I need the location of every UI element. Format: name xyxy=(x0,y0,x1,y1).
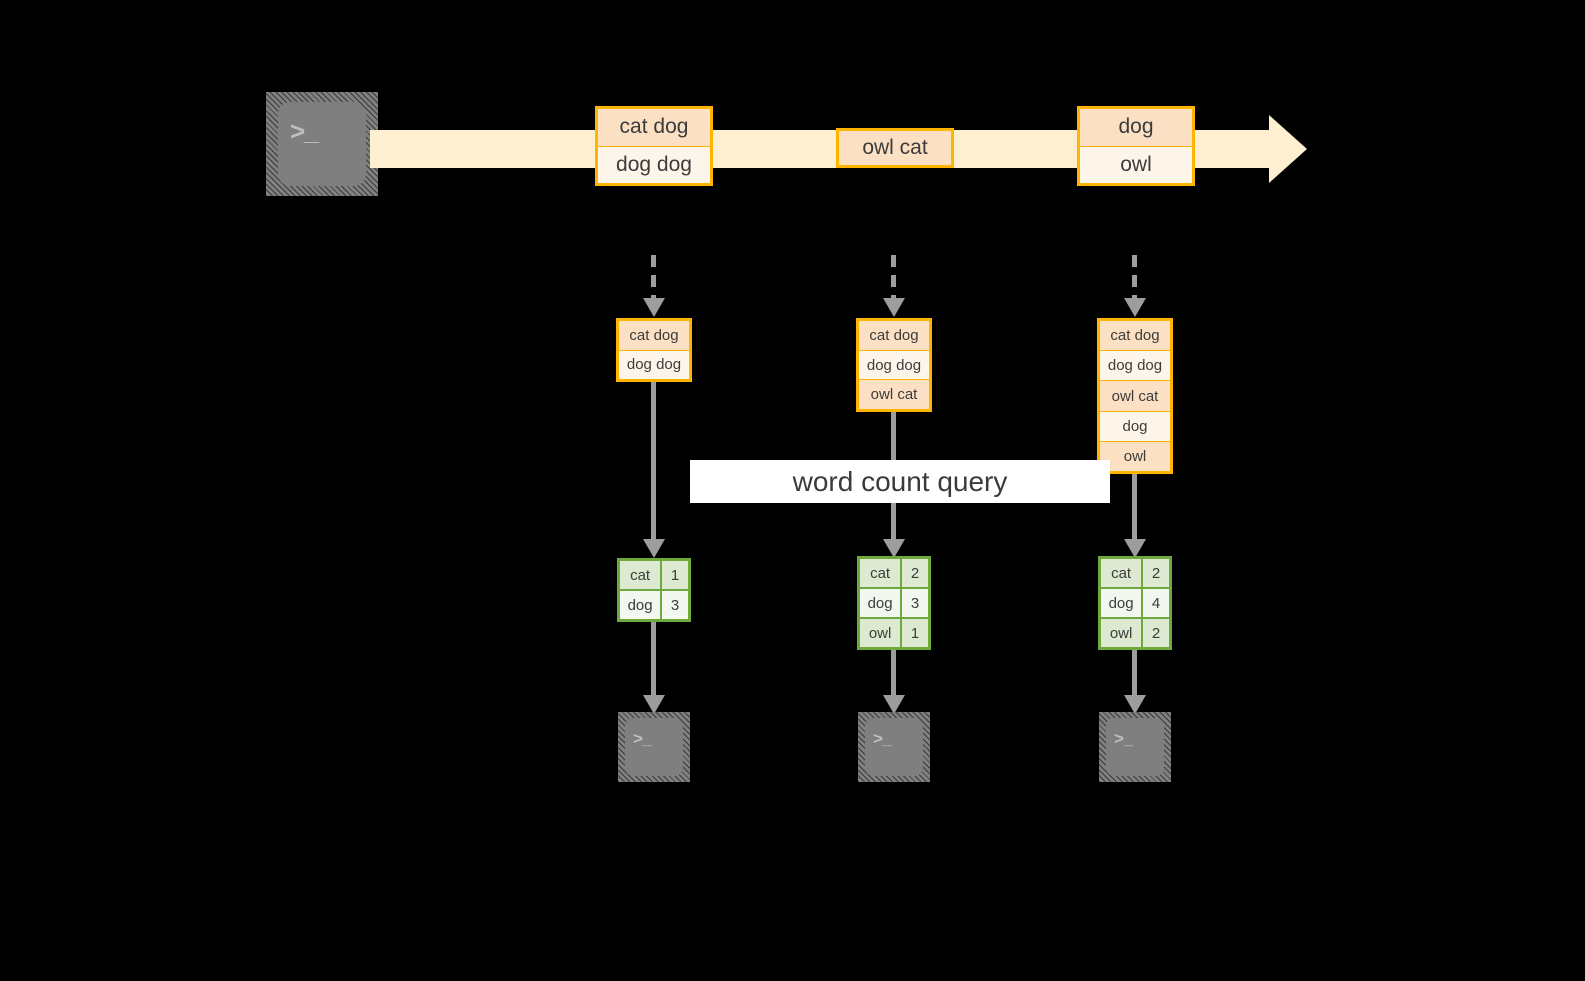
event-stream-arrowhead xyxy=(1269,115,1307,183)
result-row: cat 2 xyxy=(1101,559,1169,589)
snapshot-input-line: cat dog xyxy=(859,321,929,351)
snapshot-input-line: dog dog xyxy=(619,350,689,379)
terminal-screen xyxy=(865,718,923,776)
query-arrow xyxy=(643,382,665,558)
stream-record-line: owl cat xyxy=(839,131,951,165)
result-to-sink-connector xyxy=(1124,650,1146,714)
result-to-sink-connector xyxy=(883,650,905,714)
result-table: cat 2 dog 4 owl 2 xyxy=(1098,556,1172,650)
result-word: dog xyxy=(1101,589,1144,617)
query-label: word count query xyxy=(690,460,1110,503)
snapshot-input-line: dog dog xyxy=(1100,351,1170,382)
result-row: dog 3 xyxy=(860,589,928,619)
result-word: owl xyxy=(1101,619,1144,647)
stream-record: dog owl xyxy=(1077,106,1195,186)
result-count: 2 xyxy=(1143,619,1169,647)
result-row: dog 4 xyxy=(1101,589,1169,619)
snapshot-input-line: dog dog xyxy=(859,350,929,381)
snapshot-input-line: cat dog xyxy=(1100,321,1170,352)
result-count: 4 xyxy=(1143,589,1169,617)
stream-to-snapshot-connector xyxy=(643,255,665,317)
snapshot-input-line: dog xyxy=(1100,411,1170,442)
snapshot-input-line: owl cat xyxy=(1100,381,1170,412)
snapshot-input-line: owl cat xyxy=(859,380,929,410)
result-count: 1 xyxy=(662,561,688,589)
result-row: owl 2 xyxy=(1101,619,1169,647)
result-table: cat 1 dog 3 xyxy=(617,558,691,622)
result-word: cat xyxy=(620,561,663,589)
terminal-screen xyxy=(625,718,683,776)
result-word: dog xyxy=(860,589,903,617)
query-arrow xyxy=(1124,474,1146,558)
result-count: 1 xyxy=(902,619,928,647)
source-terminal-icon: >_ xyxy=(266,92,378,196)
result-count: 3 xyxy=(662,591,688,619)
sink-terminal-icon: >_ xyxy=(618,712,690,782)
result-word: cat xyxy=(860,559,903,587)
result-row: cat 2 xyxy=(860,559,928,589)
stream-record: owl cat xyxy=(836,128,954,168)
terminal-prompt-glyph: >_ xyxy=(290,116,319,146)
terminal-screen xyxy=(278,102,366,186)
result-row: owl 1 xyxy=(860,619,928,647)
stream-record-line: dog xyxy=(1080,109,1192,147)
terminal-prompt-glyph: >_ xyxy=(873,729,892,748)
result-row: dog 3 xyxy=(620,591,688,619)
stream-record-line: cat dog xyxy=(598,109,710,147)
terminal-prompt-glyph: >_ xyxy=(633,729,652,748)
snapshot-input-line: owl xyxy=(1100,441,1170,472)
stream-record-line: dog dog xyxy=(598,146,710,183)
snapshot-input-table: cat dog dog dog xyxy=(616,318,692,382)
result-word: owl xyxy=(860,619,903,647)
terminal-screen xyxy=(1106,718,1164,776)
stream-record-line: owl xyxy=(1080,146,1192,183)
snapshot-input-line: cat dog xyxy=(619,321,689,351)
result-count: 2 xyxy=(902,559,928,587)
stream-to-snapshot-connector xyxy=(1124,255,1146,317)
terminal-prompt-glyph: >_ xyxy=(1114,729,1133,748)
result-count: 3 xyxy=(902,589,928,617)
stream-record: cat dog dog dog xyxy=(595,106,713,186)
result-to-sink-connector xyxy=(643,622,665,714)
result-count: 2 xyxy=(1143,559,1169,587)
result-row: cat 1 xyxy=(620,561,688,591)
snapshot-input-table: cat dog dog dog owl cat dog owl xyxy=(1097,318,1173,474)
stream-to-snapshot-connector xyxy=(883,255,905,317)
sink-terminal-icon: >_ xyxy=(1099,712,1171,782)
snapshot-input-table: cat dog dog dog owl cat xyxy=(856,318,932,412)
result-table: cat 2 dog 3 owl 1 xyxy=(857,556,931,650)
result-word: dog xyxy=(620,591,663,619)
sink-terminal-icon: >_ xyxy=(858,712,930,782)
result-word: cat xyxy=(1101,559,1144,587)
